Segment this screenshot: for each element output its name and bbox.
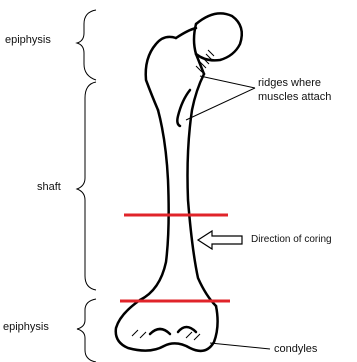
label-epiphysis-bottom: epiphysis [3, 322, 49, 333]
shaft-right-edge [188, 74, 217, 306]
label-ridges-line2: muscles attach [258, 90, 331, 104]
greater-trochanter [146, 37, 176, 110]
brace-shaft [77, 82, 96, 290]
label-epiphysis-top: epiphysis [5, 35, 51, 46]
lesser-trochanter [177, 90, 190, 126]
label-ridges: ridges where muscles attach [258, 76, 331, 104]
label-condyles: condyles [274, 344, 317, 355]
label-shaft: shaft [37, 182, 61, 193]
condyles-outline [116, 300, 218, 351]
direction-arrow-icon [198, 231, 242, 249]
label-ridges-line1: ridges where [258, 76, 331, 90]
femoral-head [196, 13, 242, 60]
intercondylar-notch [150, 327, 196, 334]
shaft-left-edge [140, 110, 169, 300]
label-direction-of-coring: Direction of coring [251, 235, 332, 245]
brace-epiphysis-top [77, 10, 96, 80]
pointer-lines [186, 76, 270, 349]
brace-epiphysis-bottom [77, 299, 96, 362]
